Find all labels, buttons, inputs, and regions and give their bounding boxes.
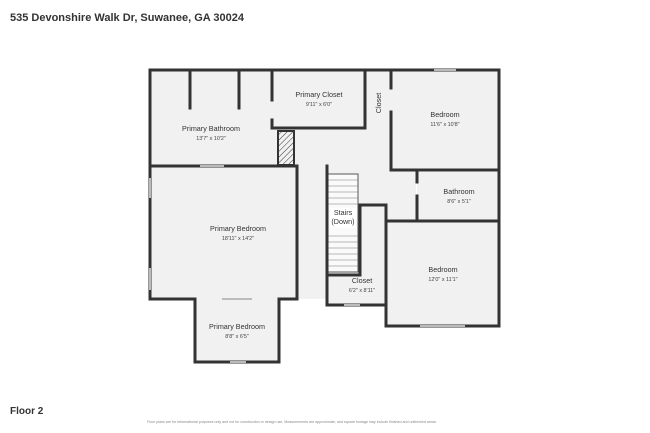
svg-text:Bedroom: Bedroom bbox=[430, 110, 459, 119]
svg-text:Closet: Closet bbox=[374, 93, 383, 113]
room-stairs: Stairs (Down) bbox=[330, 208, 356, 228]
room-primary-closet: Primary Closet 9'11" x 6'0" bbox=[295, 90, 342, 108]
svg-text:Primary Closet: Primary Closet bbox=[295, 90, 342, 99]
room-bedroom-1: Bedroom 11'6" x 10'8" bbox=[430, 110, 459, 128]
svg-text:Primary Bedroom: Primary Bedroom bbox=[210, 224, 266, 233]
address-title: 535 Devonshire Walk Dr, Suwanee, GA 3002… bbox=[10, 12, 244, 24]
svg-text:Closet: Closet bbox=[352, 276, 372, 285]
svg-text:8'6" x 5'1": 8'6" x 5'1" bbox=[447, 199, 471, 205]
room-primary-bedroom: Primary Bedroom 18'11" x 14'2" bbox=[210, 224, 266, 242]
room-closet-2: Closet 6'2" x 8'11" bbox=[349, 276, 375, 294]
svg-text:11'6" x 10'8": 11'6" x 10'8" bbox=[430, 122, 459, 128]
svg-text:9'11" x 6'0": 9'11" x 6'0" bbox=[306, 102, 332, 108]
disclaimer-text: Floor plans are for informational purpos… bbox=[147, 420, 437, 424]
room-bedroom-2: Bedroom 12'0" x 11'1" bbox=[428, 265, 457, 283]
svg-text:6'2" x 8'11": 6'2" x 8'11" bbox=[349, 288, 375, 294]
svg-text:Bedroom: Bedroom bbox=[428, 265, 457, 274]
svg-text:13'7" x 10'2": 13'7" x 10'2" bbox=[196, 136, 226, 142]
svg-text:18'11" x 14'2": 18'11" x 14'2" bbox=[222, 236, 254, 242]
svg-text:12'0" x 11'1": 12'0" x 11'1" bbox=[428, 277, 457, 283]
room-primary-bedroom-nook: Primary Bedroom 8'8" x 6'5" bbox=[209, 322, 265, 340]
room-closet-small: Closet bbox=[374, 93, 383, 113]
room-bathroom: Bathroom 8'6" x 5'1" bbox=[443, 187, 474, 205]
svg-text:8'8" x 6'5": 8'8" x 6'5" bbox=[225, 334, 249, 340]
chase-hatch bbox=[277, 130, 295, 166]
room-primary-bathroom: Primary Bathroom 13'7" x 10'2" bbox=[182, 124, 240, 142]
svg-text:Primary Bathroom: Primary Bathroom bbox=[182, 124, 240, 133]
svg-text:(Down): (Down) bbox=[331, 217, 354, 226]
floor-label: Floor 2 bbox=[10, 406, 44, 417]
svg-text:Primary Bedroom: Primary Bedroom bbox=[209, 322, 265, 331]
windows bbox=[149, 69, 465, 363]
svg-text:Bathroom: Bathroom bbox=[443, 187, 474, 196]
svg-text:Stairs: Stairs bbox=[334, 208, 353, 217]
